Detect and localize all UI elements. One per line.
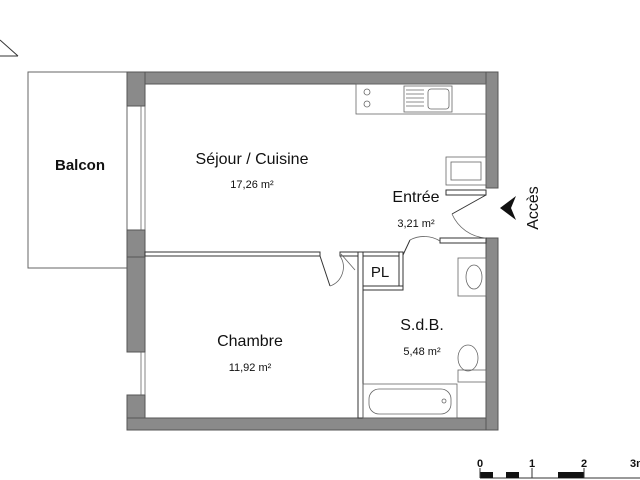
door-placard [340,253,356,271]
access-arrow [500,196,516,220]
balcony-area [27,71,128,269]
kitchen-counter [355,83,487,115]
scale-bar: 0 1 2 3m [477,458,640,479]
door-entrance [451,194,487,239]
room-area-sdb: 5,48 m² [403,346,441,358]
kitchen-appliance [445,156,487,186]
room-name-chambre: Chambre [217,333,283,350]
room-area-entree: 3,21 m² [397,218,435,230]
scale-label-2: 2 [581,458,587,470]
room-area-chambre: 11,92 m² [229,362,272,374]
access-label: Accès [525,186,542,230]
scale-label-0: 0 [477,458,483,470]
north-arrow-fragment [0,39,19,57]
scale-label-3: 3m [630,458,640,470]
room-name-entree: Entrée [392,189,439,206]
bathroom-sink [457,257,487,297]
balcony-window [140,106,146,395]
room-area-sejour: 17,26 m² [230,179,274,191]
interior-walls [144,189,487,419]
room-name-placard: PL [371,264,389,281]
door-sdb [402,236,441,256]
outer-walls [126,71,499,431]
bathtub [362,383,458,419]
scale-label-1: 1 [529,458,535,470]
room-name-sejour: Séjour / Cuisine [196,151,309,168]
toilet [457,344,487,383]
room-name-sdb: S.d.B. [400,317,444,334]
door-sejour-chambre [319,255,344,287]
balcony-label: Balcon [55,157,105,174]
